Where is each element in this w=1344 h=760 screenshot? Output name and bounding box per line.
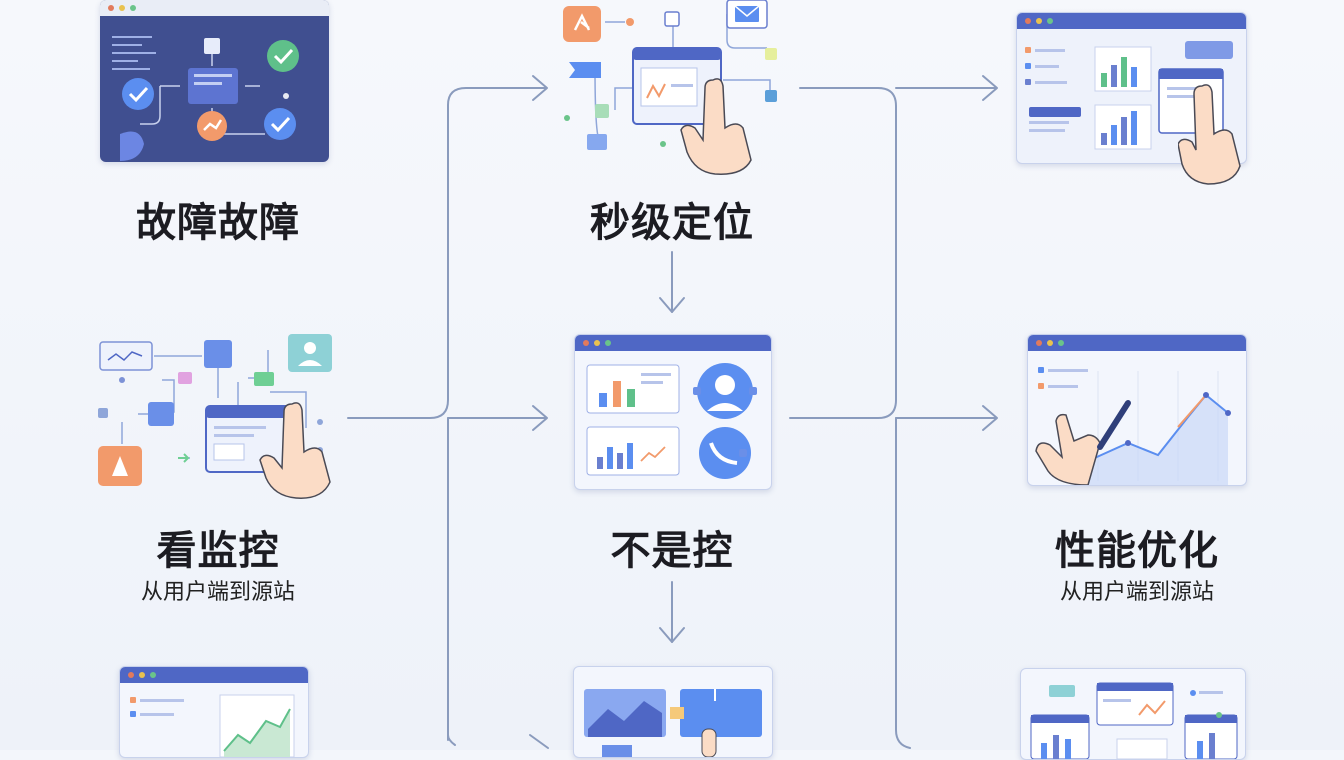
hand-pointer-top-right [1178, 84, 1241, 185]
bottom-center-card [573, 666, 773, 758]
node-subtitle-optimize: 从用户端到源站 [1059, 580, 1214, 605]
node-title-monitor: 看监控 [156, 528, 280, 574]
card-top-strip [100, 0, 329, 16]
bottom-left-card [119, 666, 309, 758]
diagnostics-card-center [574, 334, 772, 490]
bottom-right-illustration [1030, 682, 1238, 759]
fault-dashboard-card [100, 0, 329, 162]
node-title-optimize: 性能优化 [1055, 528, 1219, 574]
locate-illustration [563, 0, 777, 175]
bottom-center-illustration [584, 689, 762, 757]
bottom-right-card [1020, 668, 1246, 760]
node-title-control: 不是控 [610, 528, 734, 574]
bottom-left-chart [130, 694, 295, 757]
connector-center-to-right [789, 87, 897, 419]
diagnostics-illustration [586, 363, 757, 479]
node-title-locate: 秒级定位 [590, 200, 754, 246]
connector-left-to-center [347, 87, 546, 419]
monitor-illustration [98, 334, 332, 499]
network-topology-illustration [112, 36, 299, 161]
node-subtitle-monitor: 从用户端到源站 [140, 580, 295, 605]
performance-card [1027, 334, 1247, 486]
node-title-fault: 故障故障 [136, 200, 300, 246]
performance-chart-illustration [1035, 367, 1231, 485]
